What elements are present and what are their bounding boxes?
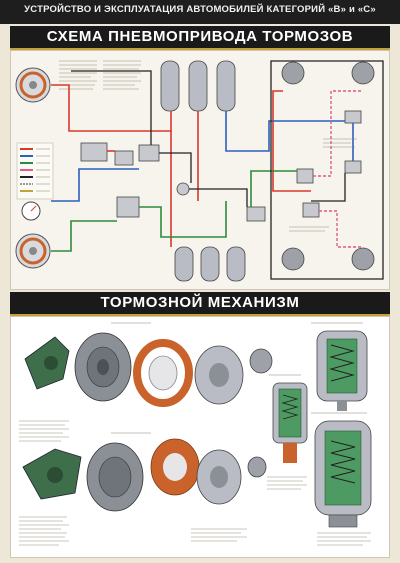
- component-list: [59, 60, 141, 90]
- pneumatic-scheme-diagram: [15, 60, 384, 282]
- spring-brake-chamber-middle: [269, 374, 308, 463]
- pipeline-blue: [51, 111, 354, 202]
- pipeline-black: [71, 60, 384, 280]
- air-receivers-bottom: [174, 246, 246, 282]
- valve-blocks: [80, 142, 320, 222]
- scheme-legend: [16, 142, 54, 200]
- air-receivers-top: [160, 60, 236, 112]
- brake-drum-rear-left: [15, 233, 51, 269]
- scheme-notes-right: [289, 138, 357, 232]
- brake-chambers-right: [281, 61, 375, 271]
- pressure-gauge: [21, 201, 41, 221]
- section-title-mechanism: ТОРМОЗНОЙ МЕХАНИЗМ: [10, 292, 390, 316]
- pneumatic-scheme-panel: [10, 50, 390, 290]
- brake-mechanism-panel: [10, 316, 390, 558]
- parts-list-right: [267, 476, 371, 546]
- pipeline-red: [51, 84, 311, 247]
- parts-list-left: [19, 420, 247, 546]
- rear-wheel-brake-assembly: [22, 432, 267, 512]
- front-wheel-brake-assembly: [24, 322, 273, 407]
- header-strip: [0, 0, 400, 24]
- spring-brake-chamber-top: [311, 322, 368, 411]
- pipeline-pink: [313, 90, 363, 248]
- brake-drum-front-left: [15, 67, 51, 103]
- section-title-scheme: СХЕМА ПНЕВМОПРИВОДА ТОРМОЗОВ: [10, 26, 390, 50]
- poster-subtitle: УСТРОЙСТВО И ЭКСПЛУАТАЦИЯ АВТОМОБИЛЕЙ КА…: [24, 4, 376, 15]
- brake-mechanism-illustration: [19, 322, 372, 546]
- pipeline-green: [51, 170, 297, 252]
- spring-brake-chamber-bottom: [311, 412, 372, 528]
